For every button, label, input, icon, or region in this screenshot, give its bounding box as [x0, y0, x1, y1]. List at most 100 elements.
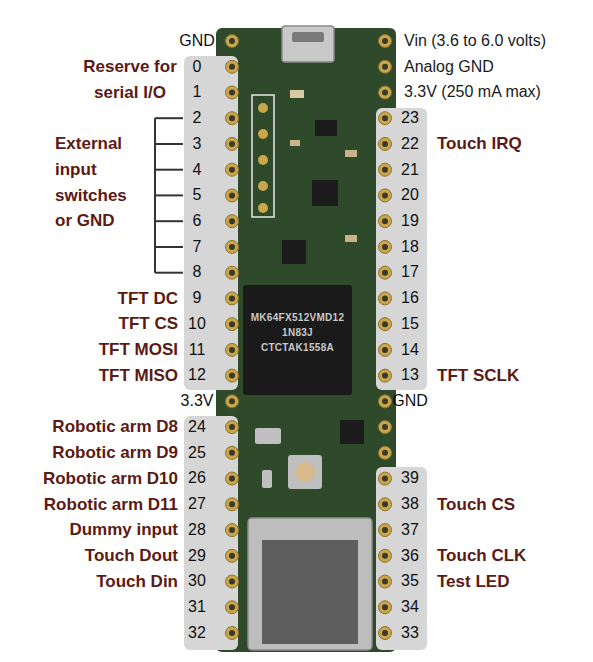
pin-number: 24 — [188, 418, 206, 436]
pin-number: 6 — [193, 212, 202, 230]
pin-hole — [229, 630, 235, 636]
pin-number: 4 — [193, 161, 202, 179]
pin-pad — [379, 601, 392, 614]
bracket-line — [155, 194, 183, 196]
signal-label: Robotic arm D10 — [43, 469, 178, 489]
pin-hole — [382, 347, 388, 353]
pin-number: 25 — [188, 444, 206, 462]
pin-hole — [382, 630, 388, 636]
pin-hole — [229, 167, 235, 173]
pin-pad — [379, 292, 392, 305]
push-button — [288, 455, 322, 489]
header-strip — [376, 108, 427, 390]
pin-pad — [226, 446, 239, 459]
pin-hole — [229, 347, 235, 353]
group-label: Reserve for serial I/O — [64, 54, 196, 105]
pin-number: 13 — [401, 366, 419, 384]
pin-hole — [382, 424, 388, 430]
pin-pad — [226, 240, 239, 253]
pin-hole — [382, 527, 388, 533]
pad — [258, 155, 268, 165]
push-button-cap — [295, 462, 315, 482]
pcb-board — [216, 28, 396, 652]
pin-hole — [229, 553, 235, 559]
pin-hole — [382, 321, 388, 327]
pin-hole — [229, 141, 235, 147]
power-label: Analog GND — [404, 58, 494, 76]
power-label: 3.3V (250 mA max) — [404, 83, 541, 101]
group-label: External input switches or GND — [55, 131, 140, 234]
pad — [258, 203, 268, 213]
pin-pad — [379, 318, 392, 331]
pin-hole — [382, 553, 388, 559]
pin-hole — [382, 89, 388, 95]
pin-hole — [382, 192, 388, 198]
chip-marking: CTCTAK1558A — [261, 342, 334, 354]
pin-number: GND — [179, 32, 215, 50]
pad — [258, 129, 268, 139]
pin-number: 1 — [193, 83, 202, 101]
pin-pad — [226, 35, 239, 48]
signal-label: Robotic arm D9 — [52, 443, 178, 463]
crystal — [262, 470, 272, 488]
pin-pad — [379, 498, 392, 511]
signal-label: TFT MISO — [99, 366, 178, 386]
pin-number: 35 — [401, 572, 419, 590]
signal-label: Robotic arm D8 — [52, 417, 178, 437]
pin-pad — [226, 215, 239, 228]
signal-label: TFT MOSI — [99, 340, 178, 360]
pin-number: 8 — [193, 263, 202, 281]
pin-pad — [226, 292, 239, 305]
smd-chip — [282, 240, 306, 264]
signal-label: Touch Dout — [85, 546, 178, 566]
signal-label: Test LED — [437, 572, 509, 592]
pin-pad — [379, 627, 392, 640]
signal-label: Touch IRQ — [437, 134, 522, 154]
pin-pad — [226, 266, 239, 279]
pin-hole — [229, 398, 235, 404]
pin-pad — [226, 163, 239, 176]
pin-number: 12 — [188, 366, 206, 384]
pin-number: 15 — [401, 315, 419, 333]
pin-number: 32 — [188, 624, 206, 642]
pin-pad — [379, 549, 392, 562]
pin-hole — [229, 450, 235, 456]
pin-number: 23 — [401, 109, 419, 127]
pin-number: 28 — [188, 521, 206, 539]
smd-part — [345, 235, 357, 242]
pin-number: 5 — [193, 186, 202, 204]
pin-hole — [382, 167, 388, 173]
pin-hole — [229, 321, 235, 327]
pin-pad — [226, 112, 239, 125]
pin-number: 0 — [193, 58, 202, 76]
pin-pad — [226, 472, 239, 485]
chip-marking: 1N83J — [282, 327, 313, 339]
pin-pad — [379, 575, 392, 588]
pin-number: 11 — [189, 341, 206, 359]
pin-number: 7 — [193, 238, 202, 256]
signal-label: TFT CS — [119, 314, 179, 334]
bracket-line — [155, 143, 183, 145]
pin-pad — [226, 498, 239, 511]
pin-hole — [229, 38, 235, 44]
header-strip — [376, 467, 427, 650]
pin-hole — [382, 218, 388, 224]
pin-number: 14 — [401, 341, 419, 359]
bracket — [155, 118, 183, 273]
pin-number: 21 — [401, 161, 419, 179]
pin-hole — [382, 501, 388, 507]
bracket-line — [155, 220, 183, 222]
pin-pad — [379, 112, 392, 125]
pin-number: 36 — [401, 547, 419, 565]
pin-number: 38 — [401, 495, 419, 513]
pin-number: 3 — [193, 135, 202, 153]
pin-number: 31 — [188, 598, 206, 616]
pin-hole — [229, 270, 235, 276]
bracket-line — [155, 272, 183, 274]
pin-hole — [382, 38, 388, 44]
pin-pad — [379, 35, 392, 48]
smd-part — [290, 90, 304, 98]
pin-hole — [229, 295, 235, 301]
header-strip — [184, 416, 238, 650]
pin-pad — [226, 549, 239, 562]
